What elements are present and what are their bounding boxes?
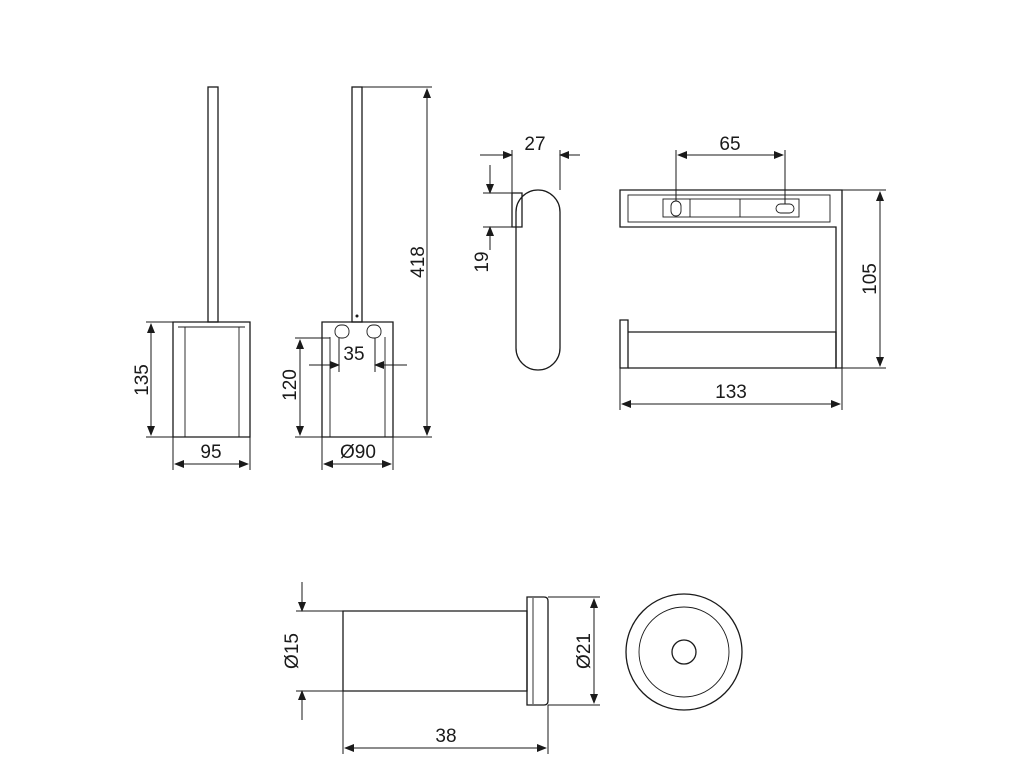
dim-brush-holder-height: 120: [280, 369, 301, 401]
paper-holder-front-view: 65 105 133: [619, 134, 886, 410]
dim-brush-height: 135: [132, 364, 153, 396]
dim-holder-width: 133: [715, 382, 747, 403]
dim-hook-outer-diameter: Ø21: [574, 633, 595, 669]
dim-holder-depth: 27: [524, 134, 545, 155]
dim-holder-height: 105: [860, 263, 881, 295]
brush-front-view: 135 95: [132, 86, 251, 470]
hook-side-view: Ø15 Ø21 38: [282, 582, 600, 754]
dim-holder-mount-height: 19: [472, 251, 493, 272]
dim-brush-hole-spacing: 35: [343, 344, 364, 365]
brush-side-view: 35 120 Ø90 418: [280, 86, 432, 470]
hook-front-view: [625, 593, 743, 711]
dim-brush-total-height: 418: [408, 246, 429, 278]
dim-brush-diameter: Ø90: [340, 442, 376, 463]
dim-holder-hole-spacing: 65: [719, 134, 740, 155]
dim-hook-inner-diameter: Ø15: [282, 633, 303, 669]
dim-hook-length: 38: [435, 726, 456, 747]
dim-brush-width: 95: [200, 442, 221, 463]
paper-holder-side-view: 27 19: [472, 134, 580, 371]
